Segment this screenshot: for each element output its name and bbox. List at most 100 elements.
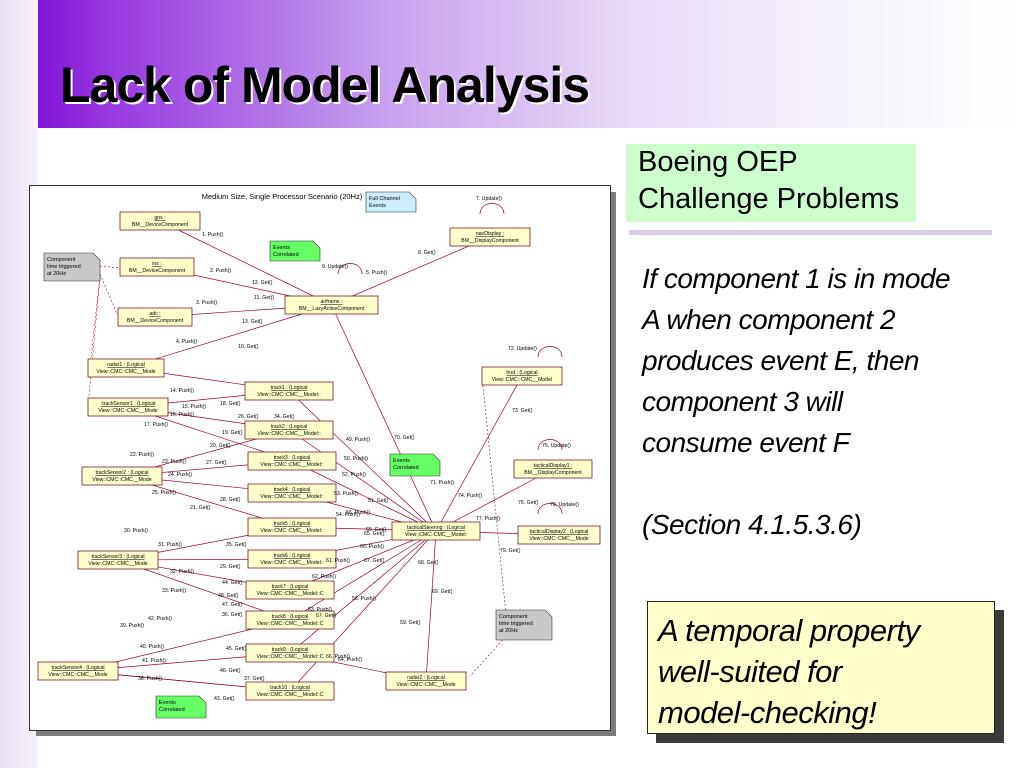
component-box [247, 483, 337, 503]
message-link [288, 390, 437, 532]
component-label: View::CMC::CMC__Mode [48, 672, 107, 678]
component-label: BM__LazyActiveComponent [299, 306, 365, 312]
message-label: 4. Push() [176, 339, 197, 345]
message-label: 9. Update() [322, 264, 348, 270]
component-label: BM__DeviceComponent [132, 222, 189, 228]
message-label: 76. Get() [518, 500, 539, 506]
note-text: Correlated [393, 465, 419, 471]
message-label: 21. Get() [190, 505, 211, 511]
message-link [435, 468, 554, 532]
note-text: Component [499, 614, 528, 620]
oep-heading-box: Boeing OEP Challenge Problems [626, 144, 916, 222]
component-trackSensor2: trackSensor2 : (LogicalView::CMC::CMC__M… [81, 466, 163, 486]
component-label: track10 : (Logical [270, 685, 310, 691]
message-label: 31. Push() [158, 542, 182, 548]
message-link [289, 530, 437, 692]
oep-heading-line-1: Boeing OEP [638, 146, 798, 178]
component-label: View::CMC::CMC__Model::C [256, 621, 323, 627]
component-ins: ins :BM__DeviceComponent [119, 257, 195, 277]
note-text: time triggered [47, 264, 81, 270]
self-loop [537, 503, 563, 515]
component-trackSensor3: trackSensor3 : (LogicalView::CMC::CMC__M… [77, 550, 159, 570]
message-label: 41. Push() [142, 658, 166, 664]
note-text: Events [369, 203, 386, 209]
message-label: 47. Get() [222, 602, 243, 608]
note-anchor-line [481, 375, 509, 635]
message-label: 51. Get() [368, 498, 389, 504]
component-trackSensor4: trackSensor4 : (LogicalView::CMC::CMC__M… [37, 661, 119, 681]
message-label: 5. Push() [366, 270, 387, 276]
component-box [517, 525, 601, 545]
component-label: View::CMC::CMC__Model:: [260, 528, 323, 534]
message-label: 39. Push() [120, 623, 144, 629]
quote-line: consume event F [642, 427, 850, 458]
message-label: 27. Get() [206, 460, 227, 466]
message-label: 50. Push() [344, 456, 368, 462]
message-label: 44. Get() [222, 580, 243, 586]
message-label: 52. Push() [342, 472, 366, 478]
message-label: 25. Push() [152, 490, 176, 496]
component-label: View::CMC::CMC__Model::C [256, 591, 323, 597]
component-label: tacticalDisplay1 : [534, 463, 573, 469]
component-label: track6 : (Logical [274, 553, 311, 559]
message-label-layer: 1. Push()2. Push()3. Push()4. Push()5. P… [120, 196, 579, 702]
component-track9: track9 : (LogicalView::CMC::CMC__Model::… [245, 643, 335, 663]
message-label: 45. Get() [226, 646, 247, 652]
requirement-quote: If component 1 is in mode A when compone… [642, 258, 1002, 463]
message-label: 59. Get() [400, 620, 421, 626]
message-label: 38. Push() [138, 676, 162, 682]
message-label: 8. Get() [418, 250, 436, 256]
component-label: radar1 : (Logical [107, 362, 145, 368]
slide-title: Lack of Model Analysis [60, 57, 590, 113]
component-label: View::CMC::CMC__Mode [529, 536, 588, 542]
component-label: radar2 : (Logical [407, 675, 445, 681]
message-label: 75. Update() [542, 443, 571, 449]
note-anchor-line [99, 265, 121, 269]
message-label: 29. Get() [220, 564, 241, 570]
oep-heading-line-2: Challenge Problems [638, 183, 900, 215]
component-box [77, 550, 159, 570]
note-anchor-line [99, 273, 119, 317]
message-label: 11. Get() [254, 295, 274, 301]
component-box [37, 661, 119, 681]
message-label: 77. Push() [476, 516, 500, 522]
message-label: 61. Push() [326, 558, 350, 564]
callout-line: model-checking! [658, 695, 877, 730]
message-label: 63. Push() [308, 607, 332, 613]
message-label: 64. Push() [338, 657, 362, 663]
component-box [481, 366, 563, 386]
quote-line: component 3 will [642, 386, 843, 417]
component-track10: track10 : (LogicalView::CMC::CMC__Model:… [245, 681, 335, 701]
message-link [289, 530, 437, 654]
message-label: 58. Push() [352, 596, 376, 602]
message-label: 28. Get() [220, 497, 241, 503]
message-link [159, 220, 332, 306]
component-label: trackSensor3 : (Logical [91, 554, 144, 560]
note-text: time triggered [499, 621, 533, 627]
component-label: View::CMC::CMC__Mode [98, 408, 157, 414]
message-label: 14. Push() [170, 388, 194, 394]
component-label: tacticalDisplay2 : (Logical [530, 529, 589, 535]
self-loop [337, 263, 363, 275]
component-box [247, 517, 337, 537]
message-link [117, 559, 291, 621]
message-label: 65. Get() [366, 527, 387, 533]
component-label: BM__DisplayComponent [461, 238, 519, 244]
component-label: View::CMC::CMC__Model: [405, 532, 467, 538]
diagram-title: Medium Size, Single Processor Scenario (… [202, 192, 363, 201]
component-navDisplay: navDisplay :BM__DisplayComponent [449, 227, 531, 247]
message-label: 30. Push() [124, 528, 148, 534]
component-label: hud : (Logical [506, 370, 537, 376]
message-label: 19. Get() [222, 430, 243, 436]
component-label: View::CMC::CMC__Mode [88, 561, 147, 567]
